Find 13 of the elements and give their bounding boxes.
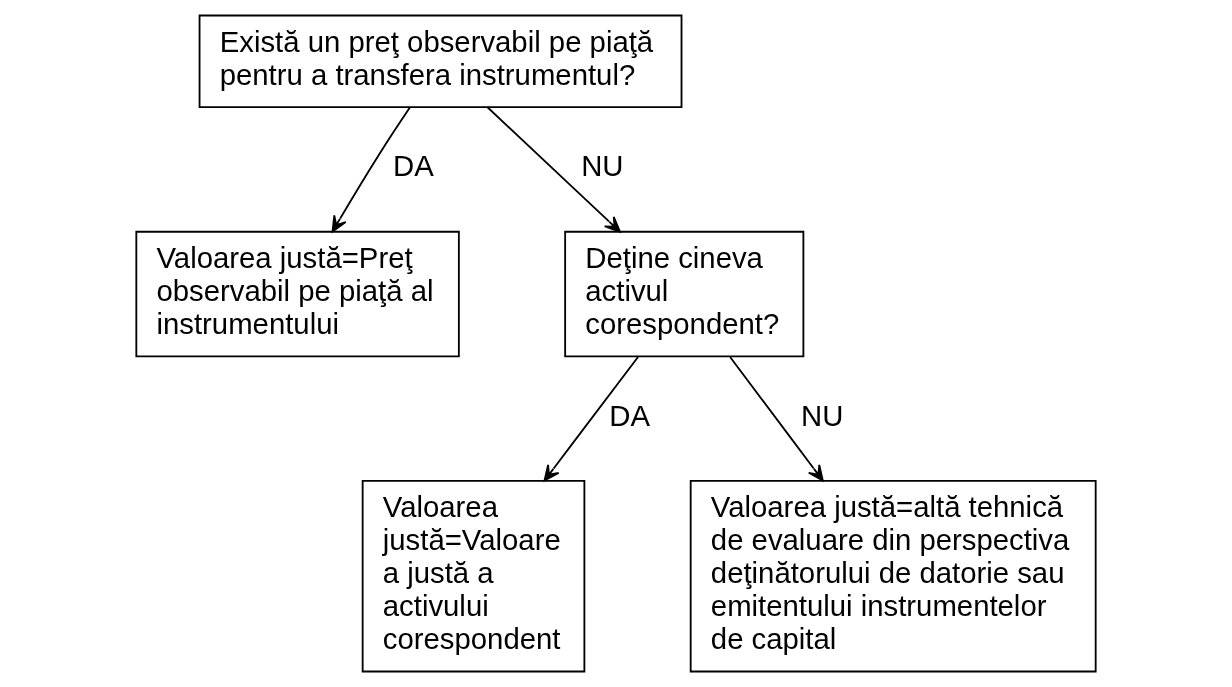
node-box: Valoarea justă=Valoare a justă a activului corespondent	[361, 480, 586, 673]
arrow	[729, 356, 824, 482]
edge-label: DA	[393, 149, 433, 183]
edge-label: NU	[801, 398, 844, 432]
arrow	[331, 106, 411, 233]
edge-label: DA	[609, 398, 649, 432]
node-box: Deţine cineva activul corespondent?	[564, 230, 805, 358]
node-box: Valoarea justă=Preţ observabil pe piaţă al instrumentului	[135, 230, 460, 358]
edge-label: NU	[581, 149, 624, 183]
arrow	[486, 106, 621, 233]
node-box: Există un preţ observabil pe piaţă pentru a transfera instrumentul?	[198, 14, 683, 108]
node-box: Valoarea justă=altă tehnică de evaluare din perspectiva deţinătorului de datorie sau emitentului instrumentelor de capital	[689, 480, 1097, 673]
arrow	[543, 356, 639, 482]
